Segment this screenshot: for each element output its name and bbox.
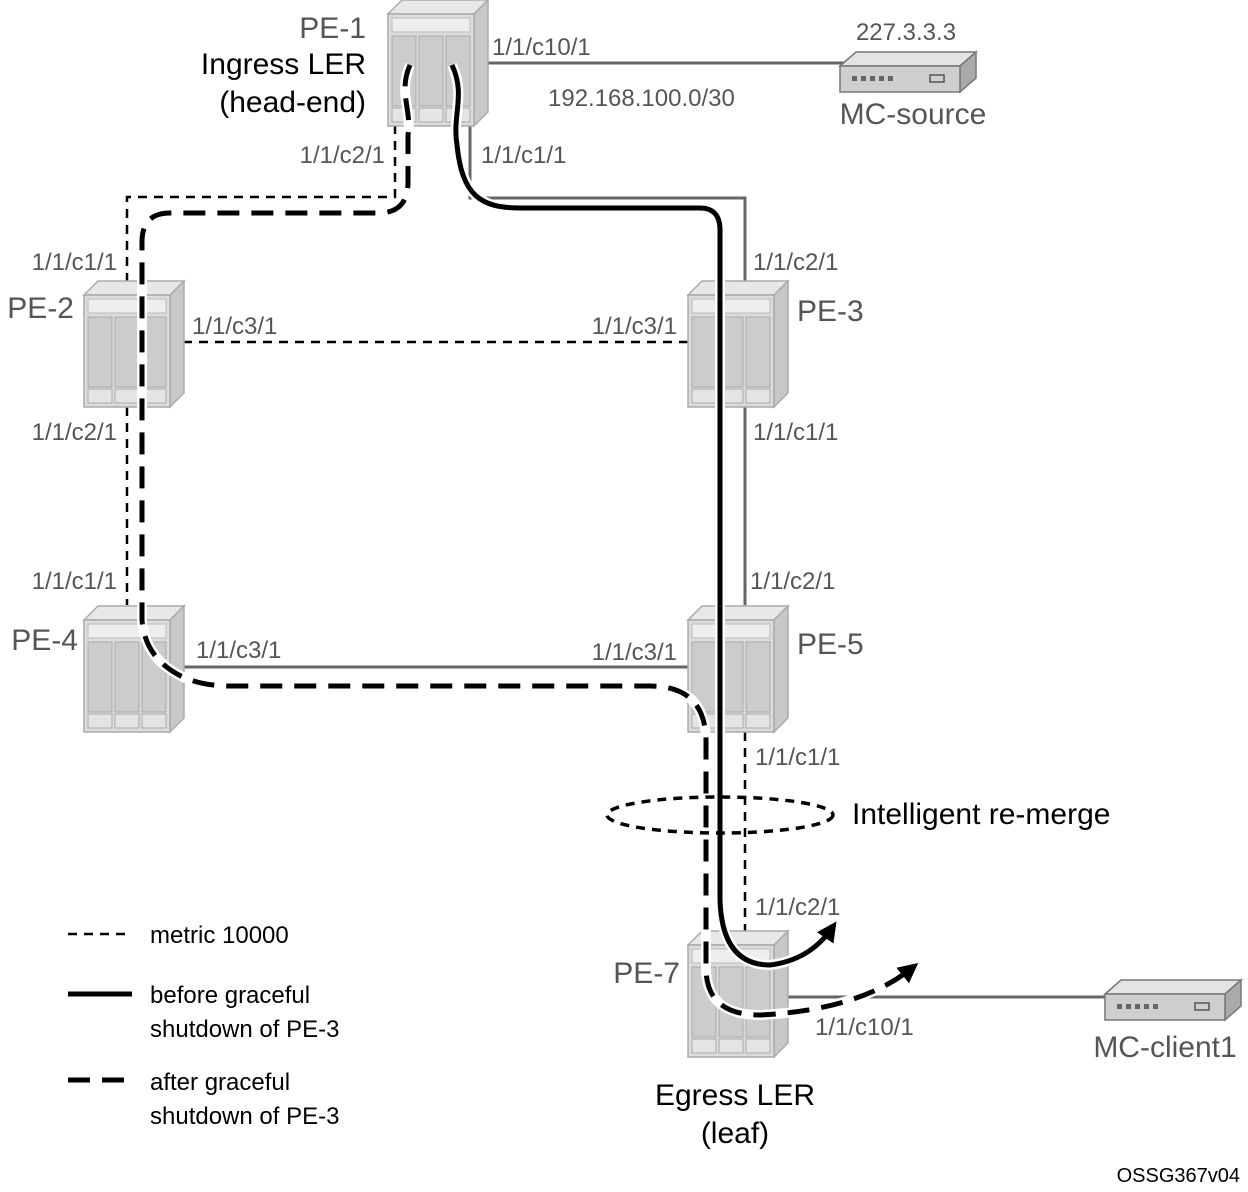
legend-before: before graceful — [150, 982, 310, 1009]
path-before-shutdown — [449, 63, 837, 968]
host-mc-client1[interactable] — [1104, 979, 1242, 1021]
pe1-role: Ingress LER — [201, 48, 366, 81]
pe5-name: PE-5 — [797, 628, 864, 661]
link-pe1-pe2 — [125, 125, 397, 282]
mc-source-name: MC-source — [840, 98, 987, 131]
port-label: 1/1/c2/1 — [32, 419, 117, 446]
port-label: 1/1/c3/1 — [592, 639, 677, 666]
figure-id: OSSG367v04 — [1117, 1165, 1240, 1187]
legend-metric: metric 10000 — [150, 922, 289, 949]
port-label: 1/1/c1/1 — [481, 142, 566, 169]
path-before-shutdown — [447, 62, 837, 971]
port-label: 1/1/c3/1 — [592, 313, 677, 340]
port-label: 1/1/c2/1 — [755, 894, 840, 921]
pe1-role-detail: (head-end) — [219, 86, 366, 119]
port-label: 1/1/c1/1 — [755, 744, 840, 771]
subnet-label: 192.168.100.0/30 — [548, 85, 735, 112]
pe7-name: PE-7 — [613, 957, 680, 990]
mc-source-address: 227.3.3.3 — [856, 19, 956, 46]
pe3-name: PE-3 — [797, 295, 864, 328]
legend-after: after graceful — [150, 1069, 290, 1096]
port-label: 1/1/c10/1 — [815, 1014, 914, 1041]
port-label: 1/1/c3/1 — [192, 313, 277, 340]
pe7-role: Egress LER — [655, 1079, 815, 1112]
pe7-role-detail: (leaf) — [701, 1117, 769, 1150]
port-label: 1/1/c1/1 — [753, 419, 838, 446]
links — [125, 61, 1110, 999]
path-after-shutdown — [139, 63, 919, 1018]
pe4-name: PE-4 — [11, 624, 78, 657]
legend-after-line2: shutdown of PE-3 — [150, 1103, 339, 1130]
port-label: 1/1/c3/1 — [196, 637, 281, 664]
remerge-label: Intelligent re-merge — [852, 798, 1110, 831]
host-mc-source[interactable] — [839, 51, 977, 93]
remerge-ellipse — [605, 795, 835, 835]
legend: metric 10000 before graceful shutdown of… — [68, 922, 339, 1130]
port-label: 1/1/c1/1 — [32, 568, 117, 595]
legend-before-line2: shutdown of PE-3 — [150, 1016, 339, 1043]
router-pe3[interactable] — [687, 280, 789, 408]
port-label: 1/1/c2/1 — [750, 568, 835, 595]
router-pe2[interactable] — [83, 280, 185, 408]
mc-client-name: MC-client1 — [1093, 1031, 1236, 1064]
link-pe1-pe3 — [468, 125, 747, 282]
pe2-name: PE-2 — [7, 292, 74, 325]
port-label: 1/1/c1/1 — [32, 249, 117, 276]
port-label: 1/1/c2/1 — [753, 249, 838, 276]
port-label: 1/1/c2/1 — [300, 142, 385, 169]
port-label: 1/1/c10/1 — [492, 34, 591, 61]
pe1-name: PE-1 — [299, 12, 366, 45]
